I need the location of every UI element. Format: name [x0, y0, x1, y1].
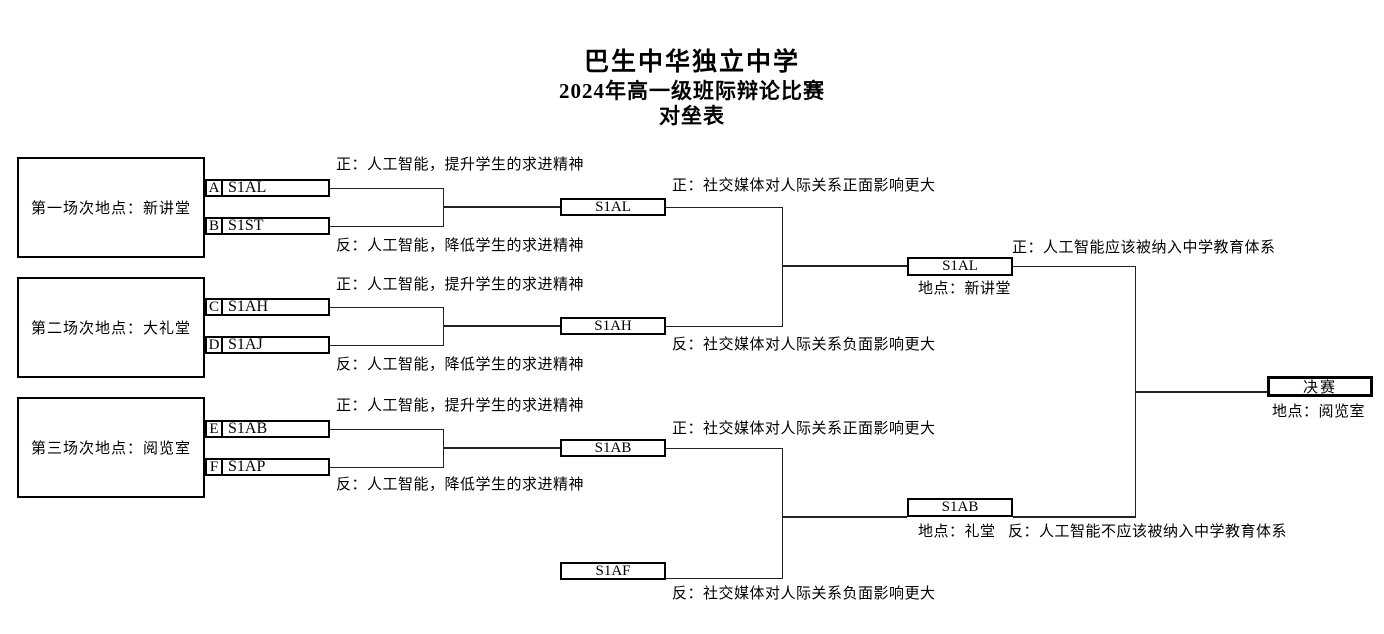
r2-top-winner-box: S1AL [907, 257, 1013, 276]
bracket-connector [666, 326, 782, 327]
winner-code: S1AL [595, 198, 631, 215]
r2-bottom-winner-venue: 地点：礼堂 [918, 524, 996, 540]
winner-code: S1AB [594, 439, 632, 456]
r1-m2-venue-box: 第二场次地点：大礼堂 [17, 277, 205, 378]
r1-m3-winner-box: S1AB [560, 439, 666, 457]
r1-m1-venue-box: 第一场次地点：新讲堂 [17, 157, 205, 258]
r2-top-con-topic: 反：社交媒体对人际关系负面影响更大 [672, 337, 936, 353]
final-box: 决赛 [1267, 376, 1373, 397]
bracket-connector [330, 345, 443, 346]
bracket-connector [783, 265, 907, 267]
r2-bottom-winner-box: S1AB [907, 498, 1013, 517]
r1-m1-team-1: S1AL [221, 179, 330, 197]
team-code: S1AL [228, 179, 267, 196]
bracket-connector [444, 447, 560, 449]
school-name: 巴生中华独立中学 [583, 49, 800, 76]
final-con-topic: 反：人工智能不应该被纳入中学教育体系 [1008, 524, 1288, 540]
bracket-connector [330, 188, 443, 189]
bracket-connector [444, 325, 560, 327]
r1-m3-team-2: S1AP [221, 458, 330, 476]
bracket-connector [330, 307, 443, 308]
r2-bottom-con-topic: 反：社交媒体对人际关系负面影响更大 [672, 586, 936, 602]
sheet-subtitle: 对垒表 [659, 104, 725, 128]
bracket-connector [666, 448, 782, 449]
team-code: S1AB [228, 420, 268, 437]
team-code: S1AP [228, 458, 266, 475]
bracket-connector [443, 307, 444, 346]
seed-letter: D [208, 336, 220, 353]
bracket-connector [1135, 266, 1136, 518]
winner-code: S1AL [942, 258, 978, 274]
bracket-connector [782, 448, 783, 579]
winner-code: S1AB [941, 499, 979, 515]
r1-m3-venue-box: 第三场次地点：阅览室 [17, 397, 205, 498]
team-code: S1ST [228, 217, 264, 234]
bracket-connector [330, 429, 443, 430]
seed-letter: E [209, 420, 219, 437]
bracket-connector [1013, 516, 1135, 518]
r1-m2-pro-topic: 正：人工智能，提升学生的求进精神 [336, 277, 585, 293]
r1-m3-con-topic: 反：人工智能，降低学生的求进精神 [336, 477, 585, 493]
team-code: S1AF [595, 562, 631, 579]
bracket-connector [443, 188, 444, 227]
r1-m2-winner-box: S1AH [560, 317, 666, 335]
bracket-connector [666, 207, 782, 208]
bracket-connector [782, 207, 783, 327]
r1-m2-con-topic: 反：人工智能，降低学生的求进精神 [336, 357, 585, 373]
r1-m3-pro-topic: 正：人工智能，提升学生的求进精神 [336, 398, 585, 414]
team-code: S1AH [228, 298, 269, 315]
r1-m2-team-1: S1AH [221, 298, 330, 316]
bracket-connector [666, 578, 782, 579]
bracket-connector [330, 467, 443, 468]
r1-m1-winner-box: S1AL [560, 198, 666, 216]
final-label: 决赛 [1302, 380, 1337, 396]
r1-m1-pro-topic: 正：人工智能，提升学生的求进精神 [336, 157, 585, 173]
seed-letter: C [208, 298, 219, 315]
r1-m1-con-topic: 反：人工智能，降低学生的求进精神 [336, 238, 585, 254]
final-pro-topic: 正：人工智能应该被纳入中学教育体系 [1012, 240, 1276, 256]
winner-code: S1AH [594, 317, 632, 334]
r1-m3-venue-label: 第三场次地点：阅览室 [30, 441, 191, 457]
r2-top-winner-venue: 地点：新讲堂 [918, 281, 1012, 297]
final-venue: 地点：阅览室 [1272, 404, 1366, 420]
r2-bottom-pro-topic: 正：社交媒体对人际关系正面影响更大 [672, 421, 936, 437]
bracket-connector [444, 206, 560, 208]
r1-m2-team-2: S1AJ [221, 336, 330, 354]
page-title: 巴生中华独立中学 2024年高一级班际辩论比赛 对垒表 [0, 48, 1384, 128]
bracket-connector [443, 429, 444, 468]
r1-m1-team-2: S1ST [221, 217, 330, 235]
bracket-connector [783, 516, 907, 518]
bracket-connector [1013, 266, 1135, 267]
team-code: S1AJ [228, 336, 263, 353]
bye-team-box: S1AF [560, 562, 666, 580]
r1-m2-venue-label: 第二场次地点：大礼堂 [30, 321, 191, 337]
event-name: 2024年高一级班际辩论比赛 [559, 79, 825, 103]
seed-letter: F [209, 458, 219, 475]
bracket-connector [330, 226, 443, 227]
r2-top-pro-topic: 正：社交媒体对人际关系正面影响更大 [672, 178, 936, 194]
bracket-connector [1136, 391, 1267, 393]
r1-m3-team-1: S1AB [221, 420, 330, 438]
seed-letter: A [208, 179, 220, 196]
seed-letter: B [208, 217, 219, 234]
r1-m1-venue-label: 第一场次地点：新讲堂 [30, 201, 191, 217]
